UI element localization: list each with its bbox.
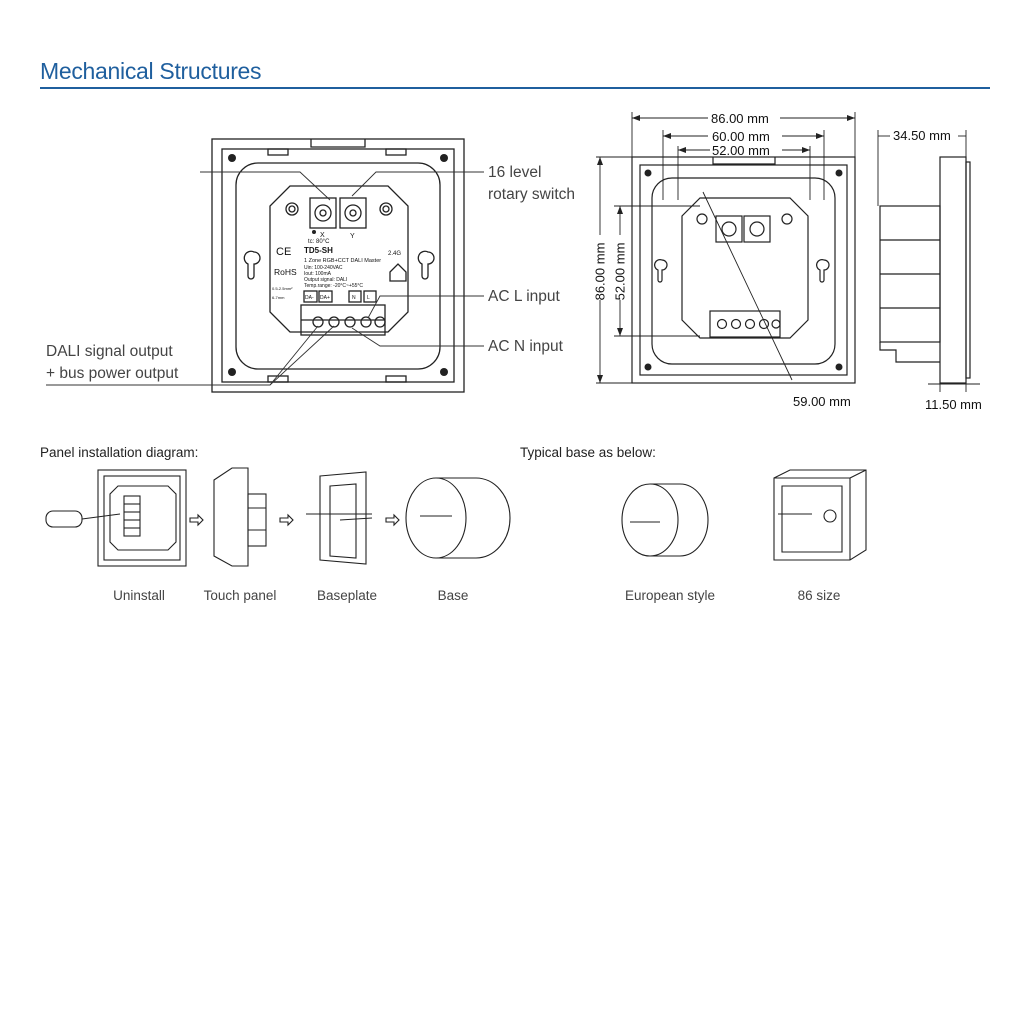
label-rohs: RoHS <box>274 267 297 277</box>
dim-width-mid: 60.00 mm <box>712 129 770 144</box>
label-da-minus: DA- <box>305 295 314 301</box>
callout-dali-line1: DALI signal output <box>46 343 173 360</box>
dim-panel-thickness: 11.50 mm <box>925 397 982 412</box>
label-l: L <box>367 295 370 301</box>
dimension-drawing <box>596 112 980 392</box>
label-spec-1: Uin: 100-240VAC <box>304 265 343 271</box>
label-wire-2: 6-7mm <box>272 295 285 300</box>
panel-back-diagram: tc: 80°C X Y TD5-SH 2.4G 1 Zone RGB+CCT … <box>46 138 484 393</box>
label-subtitle: 1 Zone RGB+CCT DALI Master <box>304 258 381 264</box>
dim-width-inner: 52.00 mm <box>712 143 770 158</box>
label-spec-2: Iout: 100mA <box>304 271 332 277</box>
label-n: N <box>352 295 356 301</box>
callout-rotary-switch: 16 level rotary switch <box>488 162 575 206</box>
label-tc: tc: 80°C <box>308 239 330 245</box>
callout-rotary-line1: 16 level <box>488 164 542 181</box>
label-da-plus: DA+ <box>320 295 330 301</box>
caption-baseplate: Baseplate <box>316 588 378 603</box>
installation-diagram <box>45 467 511 567</box>
caption-base: Base <box>437 588 469 603</box>
dim-width-outer: 86.00 mm <box>711 111 769 126</box>
label-switch-y: Y <box>350 233 355 240</box>
label-spec-3: Output signal: DALI <box>304 277 347 283</box>
dim-depth: 34.50 mm <box>893 128 951 143</box>
installation-heading: Panel installation diagram: <box>40 445 199 460</box>
bases-heading: Typical base as below: <box>520 445 656 460</box>
callout-ac-n: AC N input <box>488 338 563 355</box>
label-wire-1: 0.5-2.5mm² <box>272 286 293 291</box>
caption-uninstall: Uninstall <box>113 588 165 603</box>
callout-dali-line2: + bus power output <box>46 365 179 382</box>
title-underline <box>40 87 990 89</box>
label-spec-4: Temp.range: -20°C~+55°C <box>304 283 363 289</box>
label-model: TD5-SH <box>304 246 333 255</box>
caption-european-style: European style <box>624 588 716 603</box>
label-ce: CE <box>276 246 291 258</box>
label-band: 2.4G <box>388 251 401 257</box>
callout-ac-l: AC L input <box>488 288 560 305</box>
callout-dali-output: DALI signal output + bus power output <box>46 341 178 385</box>
callout-rotary-line2: rotary switch <box>488 186 575 203</box>
caption-touch-panel: Touch panel <box>203 588 277 603</box>
page-title: Mechanical Structures <box>40 58 262 84</box>
label-switch-x: X <box>320 232 325 239</box>
caption-86-size: 86 size <box>797 588 841 603</box>
typical-bases-diagram <box>621 469 867 561</box>
dim-diagonal: 59.00 mm <box>793 394 851 409</box>
